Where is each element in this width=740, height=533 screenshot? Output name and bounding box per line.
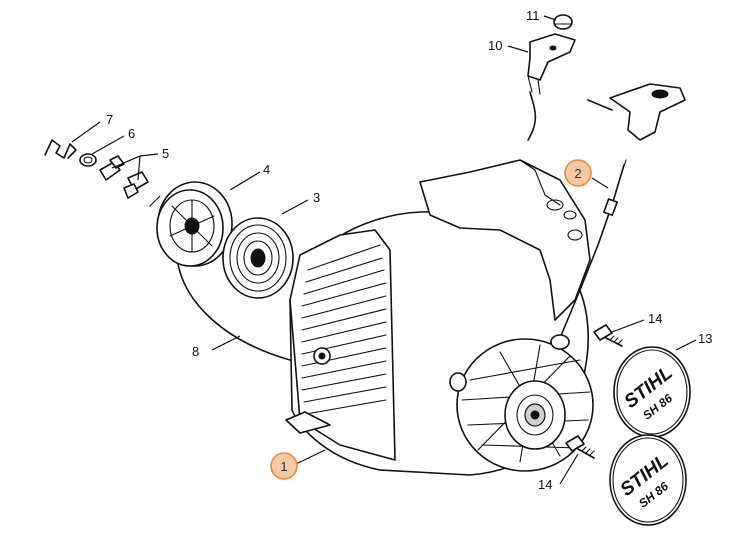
part-10-starter-grip[interactable] (527, 33, 576, 95)
callout-6: 6 (128, 126, 135, 141)
part-1-fan-housing[interactable] (285, 159, 594, 476)
callout-14-upper: 14 (648, 311, 662, 326)
grille-slots (301, 244, 387, 415)
callout-5: 5 (162, 146, 169, 161)
callout-14-lower: 14 (538, 477, 552, 492)
callout-10: 10 (488, 38, 502, 53)
callout-1-highlight[interactable]: 1 (270, 452, 298, 480)
callout-13: 13 (698, 331, 712, 346)
callout-8: 8 (192, 344, 199, 359)
callout-2-highlight[interactable]: 2 (564, 159, 592, 187)
callout-3: 3 (313, 190, 320, 205)
callout-7: 7 (106, 112, 113, 127)
part-7-wire-clip[interactable] (44, 139, 77, 159)
part-3-rewind-spring[interactable] (222, 217, 294, 299)
part-14-screw-upper[interactable] (593, 324, 623, 347)
part-8-starter-rope[interactable] (177, 91, 537, 361)
callout-4: 4 (263, 162, 270, 177)
callout-1: 1 (280, 459, 287, 474)
starter-grip-assembly[interactable] (587, 83, 686, 141)
callout-11: 11 (526, 8, 540, 23)
part-14-screw-lower[interactable] (565, 435, 595, 459)
part-13-badge-lower[interactable]: STIHL SH 86 (609, 434, 687, 526)
part-6-ring[interactable] (79, 153, 97, 167)
part-11-cap[interactable] (553, 14, 573, 30)
part-2-cable[interactable] (550, 159, 627, 350)
part-13-badge-upper[interactable]: STIHL SH 86 (613, 346, 691, 438)
part-4-rope-rotor[interactable] (149, 181, 233, 267)
leader-lines (71, 15, 697, 485)
callout-2: 2 (574, 166, 581, 181)
